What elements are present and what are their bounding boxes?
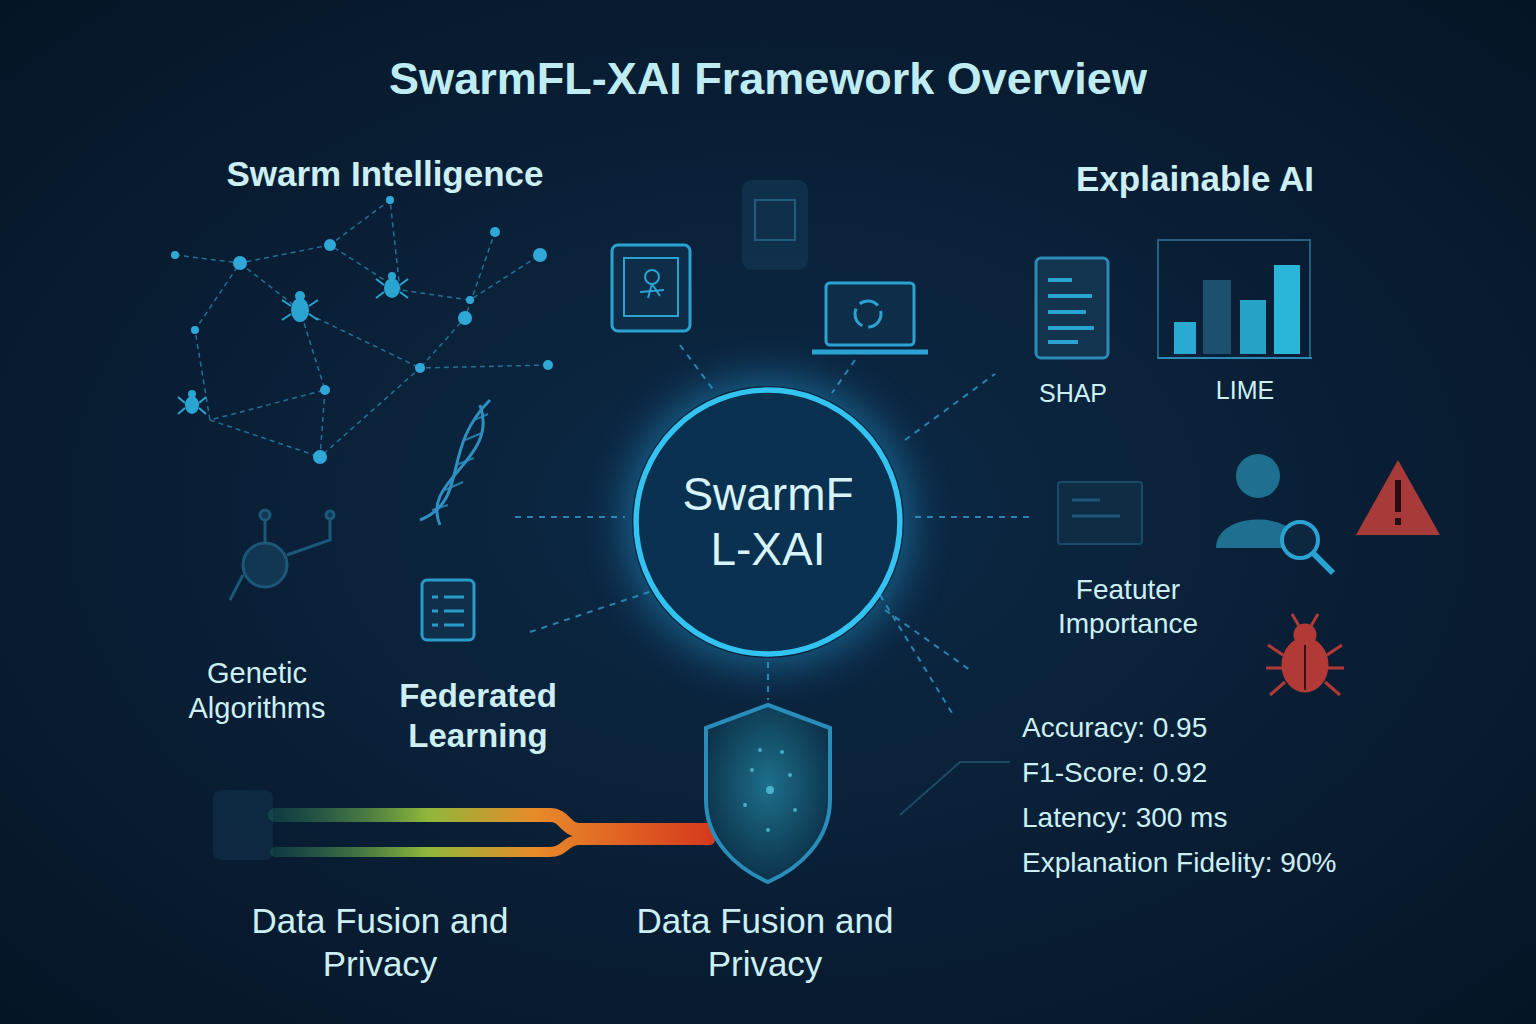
data-fusion-bands bbox=[213, 790, 710, 860]
feature-panel bbox=[1058, 482, 1142, 544]
metric-line: Explanation Fidelity: 90% bbox=[1022, 846, 1442, 880]
feature-label: Featuter Importance bbox=[1013, 573, 1243, 641]
section-heading: Explainable AI bbox=[1015, 158, 1375, 201]
diagram-title: SwarmFL-XAI Framework Overview bbox=[0, 52, 1536, 107]
method-label: Genetic Algorithms bbox=[157, 656, 357, 727]
node-text: SwarmF L-XAI bbox=[668, 467, 868, 577]
section-label: Data Fusion and Privacy bbox=[250, 900, 510, 985]
metric-line: F1-Score: 0.92 bbox=[1022, 756, 1442, 790]
spoke-lines bbox=[515, 345, 1030, 718]
circle-shape bbox=[636, 390, 900, 654]
device-icons bbox=[612, 180, 928, 352]
section-heading: Swarm Intelligence bbox=[175, 153, 595, 196]
bug-icon bbox=[1266, 614, 1344, 695]
ant-icons bbox=[178, 272, 408, 414]
metric-line: Latency: 300 ms bbox=[1022, 801, 1442, 835]
dna-helix bbox=[420, 400, 490, 525]
metric-line: Accuracy: 0.95 bbox=[1022, 711, 1442, 745]
circle-outline bbox=[632, 386, 904, 658]
core-circle: SwarmF L-XAI bbox=[632, 386, 904, 658]
method-label: LIME bbox=[1185, 375, 1305, 406]
metrics-leader bbox=[900, 762, 1010, 815]
method-label: Federated Learning bbox=[368, 676, 588, 757]
shap-icon bbox=[1036, 258, 1108, 358]
person-magnifier-icon bbox=[1216, 454, 1333, 573]
clipboard-icon bbox=[422, 580, 474, 640]
shield-icon bbox=[706, 705, 830, 882]
swarm-network bbox=[175, 200, 548, 457]
section-label: Data Fusion and Privacy bbox=[635, 900, 895, 985]
method-label: SHAP bbox=[1013, 378, 1133, 409]
warning-icon bbox=[1356, 460, 1440, 535]
algorithm-icon bbox=[230, 510, 334, 600]
lime-chart bbox=[1158, 240, 1312, 358]
swarm-nodes bbox=[171, 196, 553, 464]
